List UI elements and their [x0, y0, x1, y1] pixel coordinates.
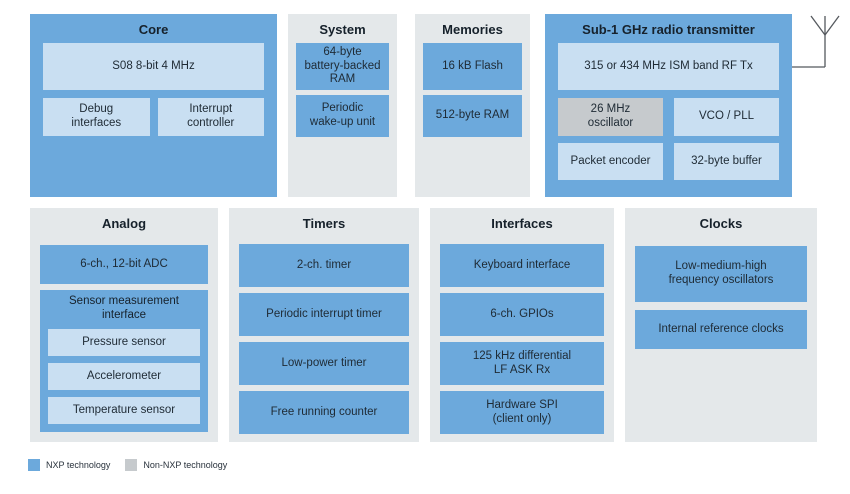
sensor-measurement-interface-group: Sensor measurement interface Pressure se…: [40, 290, 208, 432]
block-2ch-timer: 2-ch. timer: [239, 244, 409, 287]
block-vco-pll: VCO / PLL: [674, 98, 779, 136]
block-32-byte-buffer: 32-byte buffer: [674, 143, 779, 180]
block-accelerometer: Accelerometer: [48, 363, 200, 390]
block-debug-interfaces: Debug interfaces: [43, 98, 150, 136]
block-pressure-sensor: Pressure sensor: [48, 329, 200, 356]
block-hardware-spi: Hardware SPI (client only): [440, 391, 604, 434]
radio-row-3: Packet encoder 32-byte buffer: [558, 143, 779, 180]
block-packet-encoder: Packet encoder: [558, 143, 663, 180]
analog-title: Analog: [101, 216, 147, 231]
block-gpios: 6-ch. GPIOs: [440, 293, 604, 336]
memories-panel: Memories 16 kB Flash 512-byte RAM: [415, 14, 530, 197]
block-s08-cpu: S08 8-bit 4 MHz: [43, 43, 264, 90]
block-keyboard-interface: Keyboard interface: [440, 244, 604, 287]
block-lf-ask-rx: 125 kHz differential LF ASK Rx: [440, 342, 604, 385]
block-periodic-interrupt-timer: Periodic interrupt timer: [239, 293, 409, 336]
core-title: Core: [138, 22, 169, 37]
block-flash: 16 kB Flash: [423, 43, 522, 90]
timers-panel: Timers 2-ch. timer Periodic interrupt ti…: [229, 208, 419, 442]
block-ram: 512-byte RAM: [423, 95, 522, 137]
block-free-running-counter: Free running counter: [239, 391, 409, 434]
system-panel: System 64-byte battery-backed RAM Period…: [288, 14, 397, 197]
legend-item-nxp: NXP technology: [28, 459, 110, 471]
analog-panel: Analog 6-ch., 12-bit ADC Sensor measurem…: [30, 208, 218, 442]
block-temperature-sensor: Temperature sensor: [48, 397, 200, 424]
legend-label-nxp: NXP technology: [46, 460, 111, 470]
block-interrupt-controller: Interrupt controller: [157, 98, 264, 136]
system-title: System: [319, 22, 366, 37]
interfaces-panel: Interfaces Keyboard interface 6-ch. GPIO…: [430, 208, 614, 442]
clocks-title: Clocks: [699, 216, 743, 231]
block-low-power-timer: Low-power timer: [239, 342, 409, 385]
radio-title: Sub-1 GHz radio transmitter: [582, 22, 755, 37]
sensor-interface-label: Sensor measurement interface: [69, 295, 179, 321]
block-26mhz-oscillator: 26 MHz oscillator: [558, 98, 663, 136]
radio-row-2: 26 MHz oscillator VCO / PLL: [558, 98, 779, 136]
clocks-panel: Clocks Low-medium-high frequency oscilla…: [625, 208, 817, 442]
block-adc: 6-ch., 12-bit ADC: [40, 245, 208, 284]
block-periodic-wakeup-unit: Periodic wake-up unit: [296, 95, 389, 137]
block-frequency-oscillators: Low-medium-high frequency oscillators: [635, 246, 807, 302]
non-nxp-technology-swatch-icon: [125, 459, 138, 471]
block-ism-band-rf-tx: 315 or 434 MHz ISM band RF Tx: [558, 43, 779, 90]
memories-title: Memories: [442, 22, 503, 37]
legend-label-non-nxp: Non-NXP technology: [143, 460, 228, 470]
nxp-technology-swatch-icon: [28, 459, 40, 471]
core-panel: Core S08 8-bit 4 MHz Debug interfaces In…: [30, 14, 277, 197]
block-battery-backed-ram: 64-byte battery-backed RAM: [296, 43, 389, 90]
legend-item-non-nxp: Non-NXP technology: [125, 459, 227, 471]
block-internal-reference-clocks: Internal reference clocks: [635, 310, 807, 349]
legend: NXP technology Non-NXP technology: [28, 459, 227, 471]
core-sub-row: Debug interfaces Interrupt controller: [43, 98, 264, 136]
radio-transmitter-panel: Sub-1 GHz radio transmitter 315 or 434 M…: [545, 14, 792, 197]
interfaces-title: Interfaces: [491, 216, 553, 231]
timers-title: Timers: [302, 216, 346, 231]
